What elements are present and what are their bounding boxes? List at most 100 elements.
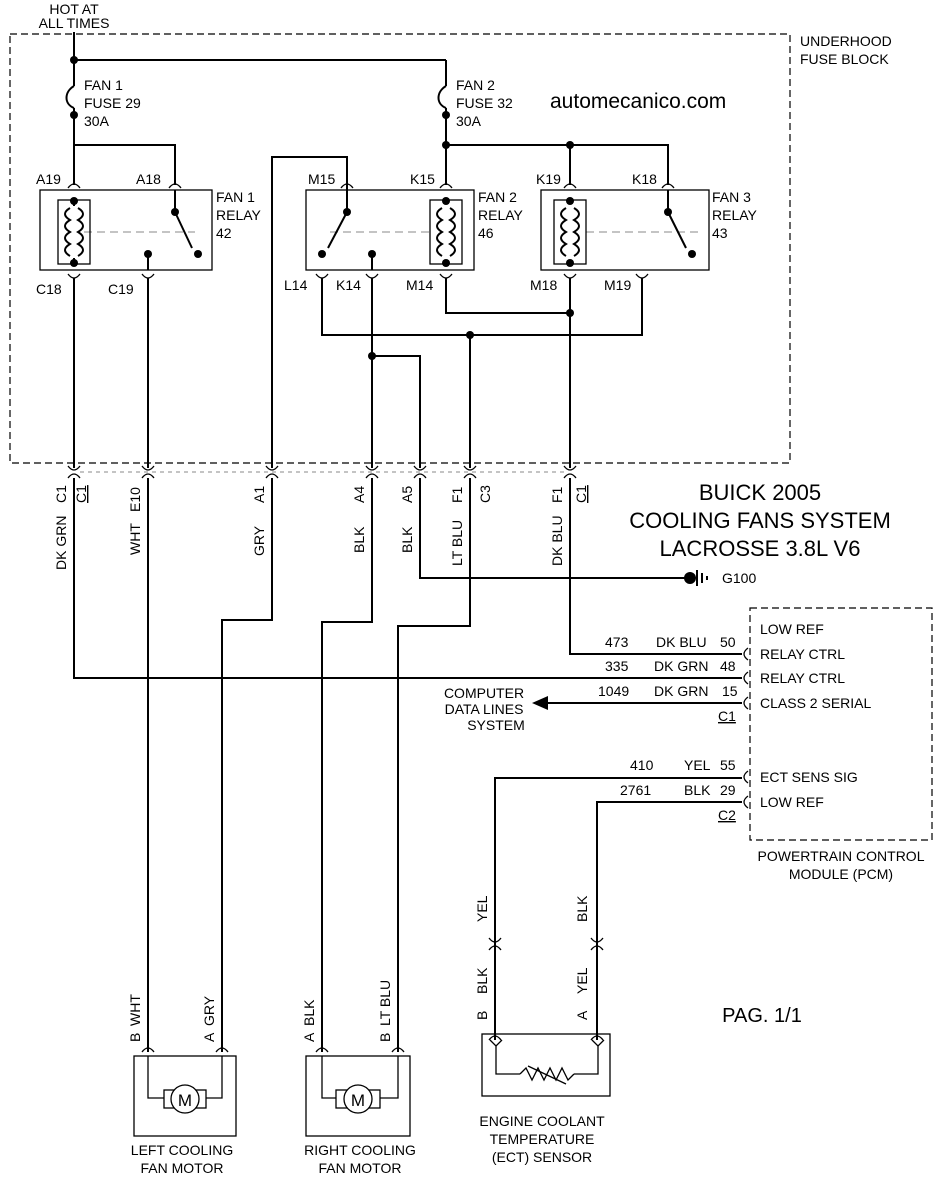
left-motor-wire-gry: GRY bbox=[201, 995, 217, 1026]
relay1-number: 42 bbox=[216, 225, 232, 241]
data-arrow-icon bbox=[532, 696, 548, 710]
pcm-name-line1: POWERTRAIN CONTROL bbox=[758, 848, 925, 864]
conn-c3: C3 bbox=[477, 485, 493, 503]
ect-name-line3: (ECT) SENSOR bbox=[492, 1149, 592, 1165]
wire-lt-blu: LT BLU bbox=[449, 520, 465, 566]
ground-terminal bbox=[684, 572, 696, 584]
power-label-line2: ALL TIMES bbox=[39, 15, 110, 31]
circuit-1049-color: DK GRN bbox=[654, 683, 708, 699]
relay1-type: RELAY bbox=[216, 207, 262, 223]
circuit-1049-number: 1049 bbox=[598, 683, 629, 699]
fuse-fan1-name: FAN 1 bbox=[84, 77, 123, 93]
conn-a4-pin: A4 bbox=[351, 486, 367, 503]
relay2-pin-m15: M15 bbox=[308, 171, 335, 187]
pcm-connector-c1: C1 bbox=[718, 708, 736, 724]
wire-gry: GRY bbox=[251, 525, 267, 556]
fan2-feed bbox=[446, 144, 669, 185]
block-connector-labels: C1 C1 DK GRN E10 WHT A1 GRY A4 BLK A5 BL… bbox=[53, 485, 589, 570]
relay3-name: FAN 3 bbox=[712, 189, 751, 205]
fuse-fan1-id: FUSE 29 bbox=[84, 95, 141, 111]
pcm-pin48-label: RELAY CTRL bbox=[760, 670, 845, 686]
relay1-name: FAN 1 bbox=[216, 189, 255, 205]
left-motor: B WHT A GRY M LEFT COOLING FAN MOTOR bbox=[127, 994, 237, 1176]
ect-upper-yel: YEL bbox=[474, 895, 490, 922]
fuse-fan1: FAN 1 FUSE 29 30A bbox=[65, 32, 141, 185]
fan1-feed bbox=[74, 144, 176, 185]
conn-a5-pin: A5 bbox=[399, 486, 415, 503]
circuit-410-number: 410 bbox=[630, 757, 654, 773]
ect-blk-wire bbox=[596, 801, 742, 1040]
circuit-335-number: 335 bbox=[605, 658, 629, 674]
right-motor-icon bbox=[343, 1084, 373, 1114]
pcm-pin50-label: RELAY CTRL bbox=[760, 646, 845, 662]
relay3-number: 43 bbox=[712, 225, 728, 241]
ect-name-line1: ENGINE COOLANT bbox=[479, 1113, 605, 1129]
circuit-473-pin: 50 bbox=[720, 634, 736, 650]
wire-wht: WHT bbox=[127, 523, 143, 555]
blk-motor-wire bbox=[321, 478, 373, 1052]
ect-lower-yel: YEL bbox=[574, 967, 590, 994]
circuit-335-color: DK GRN bbox=[654, 658, 708, 674]
relay1-pin-a19: A19 bbox=[36, 171, 61, 187]
wire-dk-grn: DK GRN bbox=[53, 516, 69, 570]
relay2-pin-k14: K14 bbox=[336, 277, 361, 293]
right-motor-pin-b: B bbox=[377, 1033, 393, 1042]
conn-f1-pin-c1: F1 bbox=[549, 486, 565, 503]
left-motor-name-line2: FAN MOTOR bbox=[141, 1160, 224, 1176]
left-motor-wire-wht: WHT bbox=[127, 994, 143, 1026]
left-motor-symbol: M bbox=[178, 1091, 192, 1110]
fuse-block-outline bbox=[9, 33, 791, 464]
relay2-number: 46 bbox=[478, 225, 494, 241]
pcm-pin55-label: ECT SENS SIG bbox=[760, 769, 858, 785]
relay2-pin-k15: K15 bbox=[410, 171, 435, 187]
circuit-473-wire bbox=[569, 478, 742, 655]
block-output-hooks bbox=[67, 465, 577, 479]
page-label: PAG. 1/1 bbox=[722, 1005, 802, 1027]
relay3-pin-m19: M19 bbox=[604, 277, 631, 293]
pcm-top-label: LOW REF bbox=[760, 621, 824, 637]
lt-blu-wire bbox=[397, 478, 471, 1052]
conn-e10-pin: E10 bbox=[127, 487, 143, 512]
ect-lower-blk: BLK bbox=[474, 967, 490, 994]
pcm-name-line2: MODULE (PCM) bbox=[789, 866, 893, 882]
relay3-type: RELAY bbox=[712, 207, 758, 223]
title-line3: LACROSSE 3.8L V6 bbox=[660, 536, 861, 561]
circuit-473-color: DK BLU bbox=[656, 634, 707, 650]
right-motor-symbol: M bbox=[351, 1091, 365, 1110]
fuse-fan1-rating: 30A bbox=[84, 113, 110, 129]
relay3-pin-m18: M18 bbox=[530, 277, 557, 293]
ect-inline-connectors bbox=[488, 937, 604, 951]
pcm-circuit-labels: 473 DK BLU 50 335 DK GRN 48 1049 DK GRN … bbox=[598, 634, 738, 823]
ground-icon bbox=[696, 570, 708, 586]
ect-name-line2: TEMPERATURE bbox=[490, 1131, 595, 1147]
left-motor-pin-b: B bbox=[127, 1033, 143, 1042]
gry-wire bbox=[221, 478, 273, 1052]
pcm-pin15-label: CLASS 2 SERIAL bbox=[760, 695, 871, 711]
right-motor-name-line2: FAN MOTOR bbox=[319, 1160, 402, 1176]
fuse-fan2: FAN 2 FUSE 32 30A bbox=[437, 60, 513, 185]
wire-dk-blu: DK BLU bbox=[549, 515, 565, 566]
title-line2: COOLING FANS SYSTEM bbox=[629, 508, 891, 533]
conn-c1b: C1 bbox=[573, 485, 589, 503]
relay-fan1: FAN 1 RELAY 42 A19 A18 C18 C19 bbox=[36, 171, 262, 297]
fuse-fan2-id: FUSE 32 bbox=[456, 95, 513, 111]
relay3-pin-k18: K18 bbox=[632, 171, 657, 187]
fuse-block-label-line2: FUSE BLOCK bbox=[800, 51, 889, 67]
ect-pin-b: B bbox=[474, 1011, 490, 1020]
relay2-pin-l14: L14 bbox=[284, 277, 308, 293]
ground-wire bbox=[419, 478, 690, 579]
circuit-473-number: 473 bbox=[605, 634, 629, 650]
data-lines-line1: COMPUTER bbox=[444, 685, 524, 701]
left-motor-icon bbox=[170, 1084, 200, 1114]
m15-wire bbox=[271, 156, 348, 468]
ect-yel-wire bbox=[494, 777, 742, 1040]
circuit-410-color: YEL bbox=[684, 757, 711, 773]
left-motor-name-line1: LEFT COOLING bbox=[131, 1142, 233, 1158]
right-motor-wire-blk: BLK bbox=[301, 999, 317, 1026]
pcm-connector-c2: C2 bbox=[718, 807, 736, 823]
relay1-pin-c19: C19 bbox=[108, 281, 134, 297]
thermistor-icon bbox=[519, 1066, 575, 1082]
relay1-pin-a18: A18 bbox=[136, 171, 161, 187]
circuit-335-pin: 48 bbox=[720, 658, 736, 674]
